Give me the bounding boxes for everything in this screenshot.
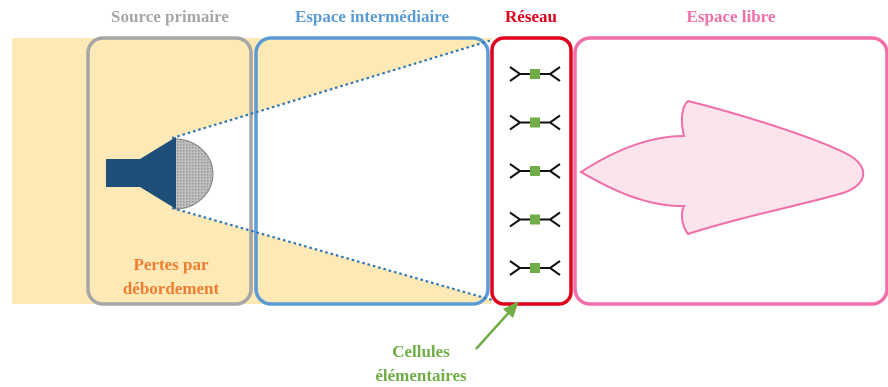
dipole-element-icon bbox=[509, 260, 561, 276]
dipole-element-icon bbox=[509, 66, 561, 82]
horn-antenna-icon bbox=[106, 137, 214, 210]
header-network: Réseau bbox=[505, 7, 557, 26]
dipole-element-icon bbox=[509, 163, 561, 179]
beam-edge-bottom bbox=[171, 206, 493, 302]
header-free-space: Espace libre bbox=[687, 7, 776, 26]
dipole-element-icon bbox=[509, 114, 561, 131]
losses-label-line2: débordement bbox=[123, 279, 220, 298]
radiation-lobe-icon bbox=[579, 99, 864, 236]
cells-label-line1: Cellules bbox=[392, 342, 450, 361]
network-elements bbox=[509, 66, 561, 276]
dipole-element-icon bbox=[509, 211, 561, 228]
beam-edge-top bbox=[171, 38, 493, 140]
header-source: Source primaire bbox=[111, 7, 229, 26]
source-box bbox=[86, 36, 253, 306]
illumination-cone bbox=[172, 40, 492, 300]
arrow-icon bbox=[475, 301, 519, 350]
header-intermediate: Espace intermédiaire bbox=[295, 7, 450, 26]
free-space-box bbox=[573, 36, 888, 306]
losses-label-line1: Pertes par bbox=[133, 255, 209, 274]
intermediate-box bbox=[254, 36, 490, 306]
cells-label-line2: élémentaires bbox=[375, 366, 467, 385]
